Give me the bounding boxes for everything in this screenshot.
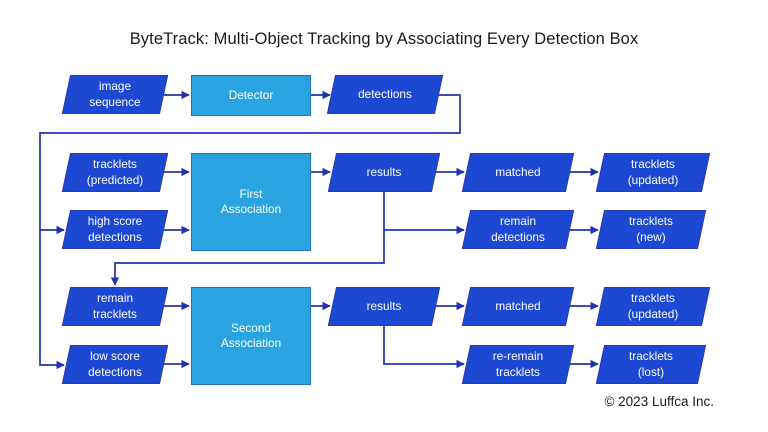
node-label: First Association — [220, 186, 282, 216]
node-matched-first: matched — [461, 153, 575, 192]
node-label: tracklets (predicted) — [86, 157, 144, 187]
node-results-second: results — [327, 287, 441, 326]
node-tracklets-predicted: tracklets (predicted) — [61, 153, 169, 192]
node-low-score-detections: low score detections — [61, 345, 169, 384]
node-label: results — [366, 298, 402, 313]
node-detector: Detector — [191, 75, 311, 116]
node-label: detections — [358, 86, 412, 101]
node-tracklets-lost: tracklets (lost) — [595, 345, 707, 384]
diagram-title: ByteTrack: Multi-Object Tracking by Asso… — [129, 30, 639, 48]
node-first-association: First Association — [191, 153, 311, 251]
node-tracklets-new: tracklets (new) — [595, 210, 707, 249]
connector-results1-remaintracklets — [110, 192, 385, 286]
node-label: tracklets (lost) — [629, 349, 673, 379]
node-re-remain-tracklets: re-remain tracklets — [461, 345, 575, 384]
node-detections: detections — [326, 75, 444, 114]
node-label: matched — [495, 298, 541, 313]
node-tracklets-updated-second: tracklets (updated) — [595, 287, 711, 326]
node-label: Second Association — [220, 320, 282, 350]
node-second-association: Second Association — [191, 287, 311, 385]
node-label: Detector — [228, 87, 274, 102]
node-matched-second: matched — [461, 287, 575, 326]
node-label: tracklets (updated) — [627, 291, 679, 321]
node-label: re-remain tracklets — [492, 349, 544, 379]
connector-detections-feedback-lowscore — [39, 94, 461, 370]
node-label: tracklets (new) — [629, 214, 673, 244]
connector-results2-reremaintracklets — [383, 326, 465, 369]
node-remain-detections: remain detections — [461, 210, 575, 249]
node-results-first: results — [327, 153, 441, 192]
node-tracklets-updated-first: tracklets (updated) — [595, 153, 711, 192]
node-label: high score detections — [87, 214, 143, 244]
node-label: matched — [495, 164, 541, 179]
node-remain-tracklets: remain tracklets — [61, 287, 169, 326]
node-high-score-detections: high score detections — [61, 210, 169, 249]
node-label: tracklets (updated) — [627, 157, 679, 187]
node-label: image sequence — [89, 79, 141, 109]
copyright-text: © 2023 Luffca Inc. — [604, 394, 714, 409]
node-label: remain tracklets — [93, 291, 137, 321]
node-label: results — [366, 164, 402, 179]
node-label: low score detections — [88, 349, 142, 379]
node-image-sequence: image sequence — [61, 75, 169, 114]
node-label: remain detections — [491, 214, 545, 244]
